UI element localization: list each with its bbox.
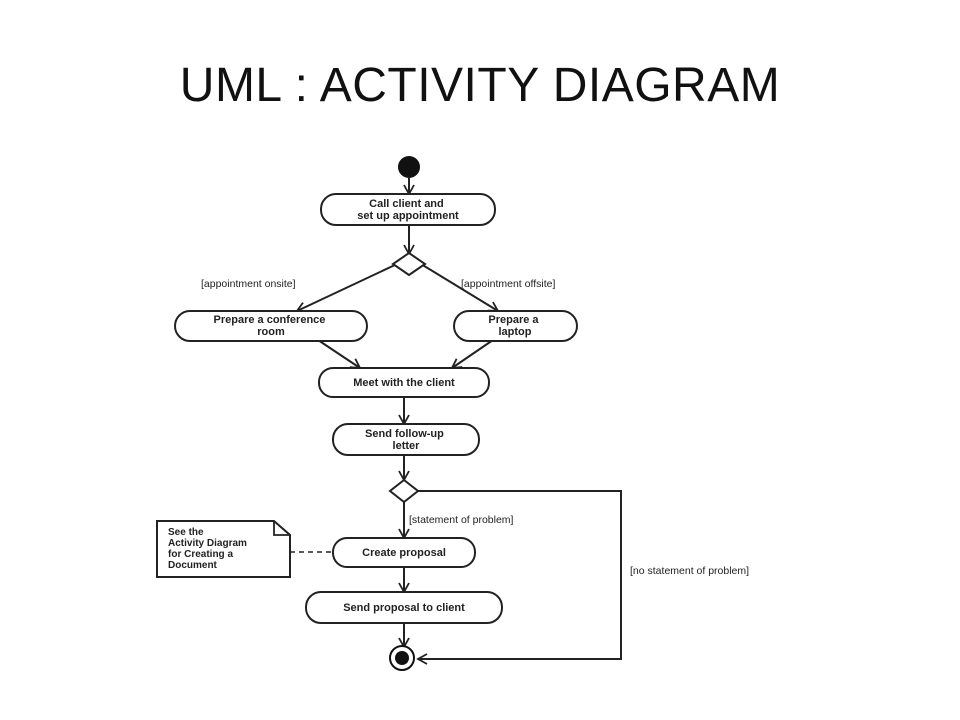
meet-client-label: Meet with the client — [353, 377, 455, 389]
activity-prepare-laptop — [453, 310, 578, 342]
activity-call-client — [320, 193, 496, 226]
flow-decision-to-room — [295, 263, 398, 313]
svg-text:Prepare a conference room: Prepare a conference room — [214, 314, 329, 338]
flow-laptop-to-meet — [450, 339, 494, 370]
note-line-1: See the — [168, 527, 204, 538]
follow-up-line-2: letter — [393, 440, 421, 452]
svg-text:Send follow-up letter: Send follow-up letter — [365, 428, 447, 452]
note-box — [156, 520, 291, 578]
activity-send-proposal — [305, 591, 503, 624]
create-proposal-label: Create proposal — [362, 547, 446, 559]
call-client-line-1: Call client and — [369, 198, 444, 210]
flow-no-statement-bypass — [416, 490, 622, 665]
activity-meet-client — [318, 367, 490, 398]
guard-offsite: [appointment offsite] — [461, 278, 555, 290]
note-line-3: for Creating a — [168, 549, 233, 560]
svg-text:Send proposal to client: Send proposal to client — [343, 602, 465, 614]
final-node-dot — [395, 651, 409, 665]
svg-text:Create proposal: Create proposal — [362, 547, 446, 559]
follow-up-line-1: Send follow-up — [365, 428, 444, 440]
svg-text:Prepare a laptop: Prepare a laptop — [488, 314, 541, 338]
note-fold — [273, 521, 290, 536]
initial-node — [398, 156, 420, 178]
prepare-room-line-2: room — [257, 326, 285, 338]
prepare-laptop-line-1: Prepare a — [488, 314, 539, 326]
call-client-line-2: set up appointment — [357, 210, 459, 222]
decision-appointment — [391, 251, 427, 277]
activity-create-proposal — [332, 537, 476, 568]
note-line-2: Activity Diagram — [168, 538, 247, 549]
send-proposal-label: Send proposal to client — [343, 602, 465, 614]
svg-text:See the Activity Diagram: See the Activity Diagram for Creating a … — [168, 527, 250, 571]
decision-problem-statement — [388, 478, 420, 504]
activity-prepare-room — [174, 310, 368, 342]
prepare-laptop-line-2: laptop — [499, 326, 532, 338]
activity-follow-up — [332, 423, 480, 456]
flow-decision-to-laptop — [420, 263, 500, 312]
note-line-4: Document — [168, 560, 218, 571]
guard-no-statement: [no statement of problem] — [630, 565, 749, 577]
prepare-room-line-1: Prepare a conference — [214, 314, 326, 326]
guard-statement: [statement of problem] — [409, 514, 514, 526]
guard-onsite: [appointment onsite] — [201, 278, 296, 290]
svg-text:Call client and set up app: Call client and set up appointment — [357, 198, 459, 222]
flow-room-to-meet — [317, 339, 362, 370]
slide-title: UML : ACTIVITY DIAGRAM — [179, 59, 781, 112]
svg-text:Meet with the client: Meet with the client — [353, 377, 455, 389]
